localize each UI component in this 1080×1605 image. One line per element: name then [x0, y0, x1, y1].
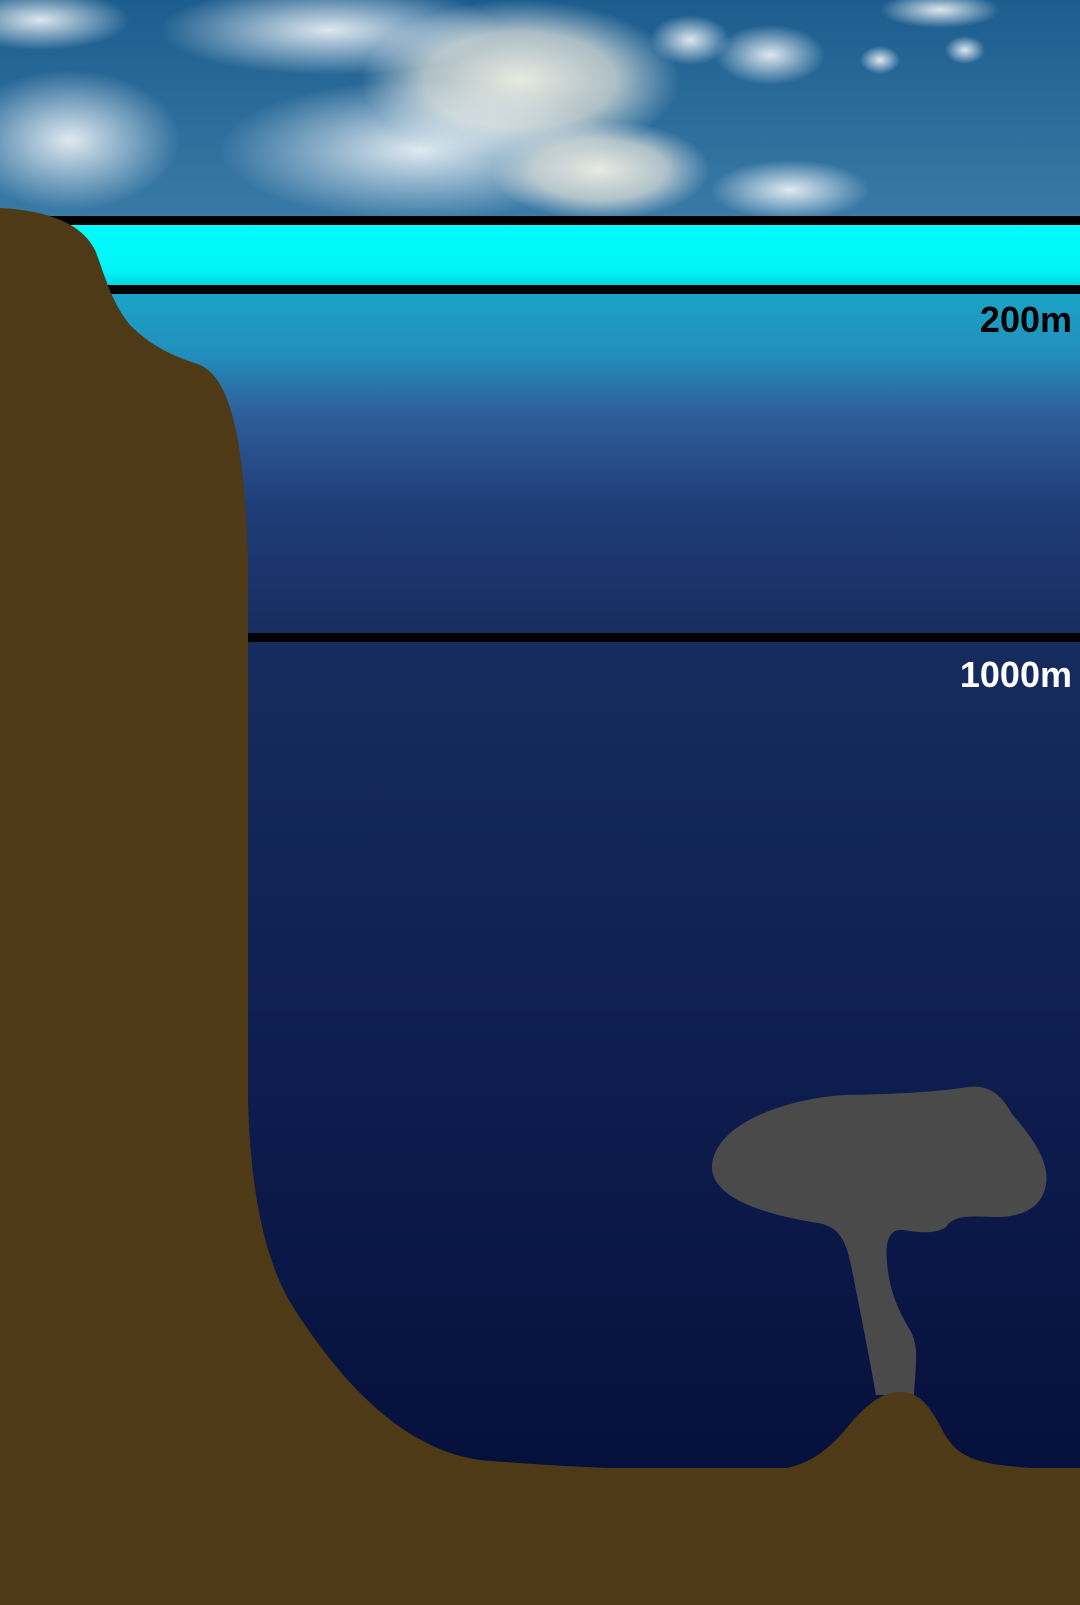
cloud	[860, 46, 900, 74]
boundary-line-200m	[0, 285, 1080, 294]
sky	[0, 0, 1080, 220]
cloud	[945, 36, 985, 64]
depth-label-200m: 200m	[980, 302, 1072, 338]
cloud	[710, 160, 870, 220]
sunlight-zone	[0, 218, 1080, 288]
depth-label-1000m: 1000m	[960, 657, 1072, 693]
cloud	[490, 120, 710, 220]
cloud	[715, 25, 825, 85]
cloud	[650, 15, 730, 65]
sea-surface-line	[0, 216, 1080, 225]
